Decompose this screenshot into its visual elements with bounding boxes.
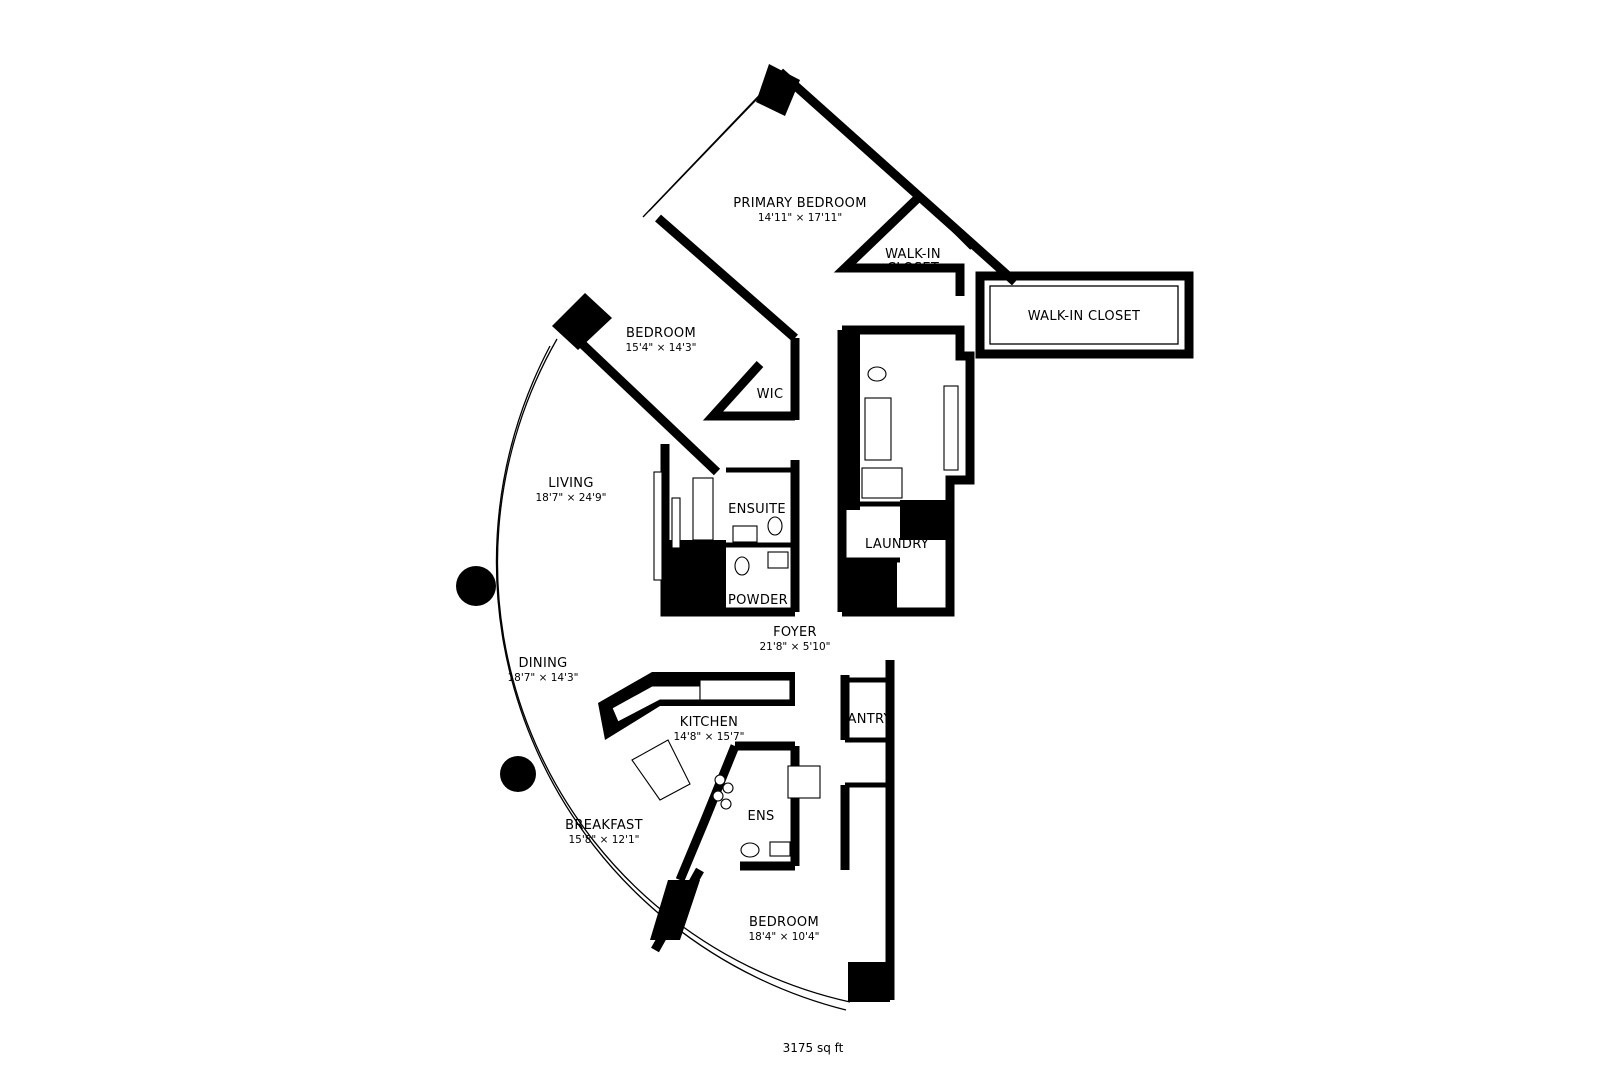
label-walk-in-closet: WALK-IN CLOSET [1028,309,1141,324]
label-bedroom-north: BEDROOM [626,326,696,341]
bathtub-ens-north [864,397,892,461]
label-pantry: PANTRY [840,712,892,727]
walls [456,64,1194,1002]
dims-dining: 18'7" × 14'3" [508,672,579,684]
cooktop-burner [712,790,724,802]
label-foyer: FOYER [773,625,817,640]
curved-facade [495,74,851,1011]
vanity-ens-north [943,385,959,471]
label-ensuite: ENSUITE [728,502,786,517]
dims-breakfast: 15'8" × 12'1" [569,834,640,846]
label-kitchen: KITCHEN [680,715,738,730]
dims-primary-bedroom: 14'11" × 17'11" [758,212,842,224]
label-bedroom-south: BEDROOM [749,915,819,930]
label-dining: DINING [518,656,567,671]
label-breakfast: BREAKFAST [565,818,643,833]
shower-ens-south [787,765,821,799]
total-area: 3175 sq ft [783,1041,844,1055]
sink-powder [767,551,789,569]
label-wic: WIC [757,387,784,402]
sink-ensuite [732,525,758,543]
dims-kitchen: 14'8" × 15'7" [674,731,745,743]
toilet-powder [734,556,750,576]
cooktop-burner [720,798,732,810]
cooktop-burner [714,774,726,786]
room-labels: PRIMARY BEDROOM 14'11" × 17'11" WALK-IN … [508,196,1141,943]
fixtures [692,366,959,858]
dims-living: 18'7" × 24'9" [536,492,607,504]
toilet-ensuite [767,516,783,536]
label-walk-in-2: CLOSET [887,261,939,276]
bathtub-ensuite [692,477,714,541]
dims-bedroom-south: 18'4" × 10'4" [749,931,820,943]
shower-ens-north [861,467,903,499]
toilet-ens-north [867,366,887,382]
label-ens-south: ENS [747,809,774,824]
sink-ens-south [769,841,791,857]
label-primary-bedroom: PRIMARY BEDROOM [733,196,866,211]
dims-foyer: 21'8" × 5'10" [760,641,831,653]
label-laundry: LAUNDRY [865,537,929,552]
label-powder: POWDER [728,593,788,608]
dims-bedroom-north: 15'4" × 14'3" [626,342,697,354]
toilet-ens-south [740,842,760,858]
cooktop-burner [722,782,734,794]
label-walk-in-1: WALK-IN [885,247,941,262]
label-living: LIVING [548,476,593,491]
